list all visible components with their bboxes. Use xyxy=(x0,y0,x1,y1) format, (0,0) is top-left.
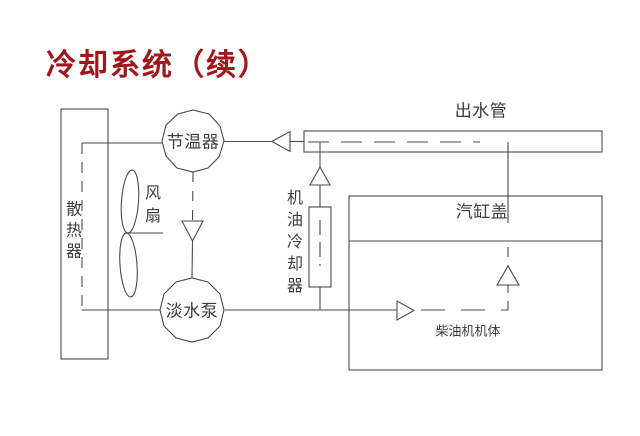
flow-arrow-up-engine-icon xyxy=(496,264,520,286)
arrow-to-pump-line xyxy=(191,240,194,279)
radiator-label: 散热器 xyxy=(63,200,80,264)
oil-cooler-label: 机油冷却器 xyxy=(284,189,301,299)
cylinder-head-label: 汽缸盖 xyxy=(455,202,509,222)
outlet-pipe-label: 出水管 xyxy=(454,101,508,121)
engine-body-label: 柴油机机体 xyxy=(435,323,501,339)
flow-arrow-up-oil-icon xyxy=(309,165,331,186)
flow-arrow-left-icon xyxy=(270,130,291,153)
fan-blade-lower xyxy=(119,232,138,298)
radiator-box xyxy=(60,108,109,360)
flow-arrow-down-icon xyxy=(181,220,204,243)
thermostat-to-pump-dashed-line xyxy=(191,171,194,222)
thermostat-label: 节温器 xyxy=(166,132,220,152)
pump-circle xyxy=(159,277,225,343)
fan-blade-upper xyxy=(120,169,140,234)
engine-body-box xyxy=(348,195,603,371)
fan-label: 风扇 xyxy=(142,184,159,230)
page-title: 冷却系统（续） xyxy=(46,49,270,82)
pump-label: 淡水泵 xyxy=(165,301,219,321)
flow-arrow-right-icon xyxy=(396,300,416,321)
